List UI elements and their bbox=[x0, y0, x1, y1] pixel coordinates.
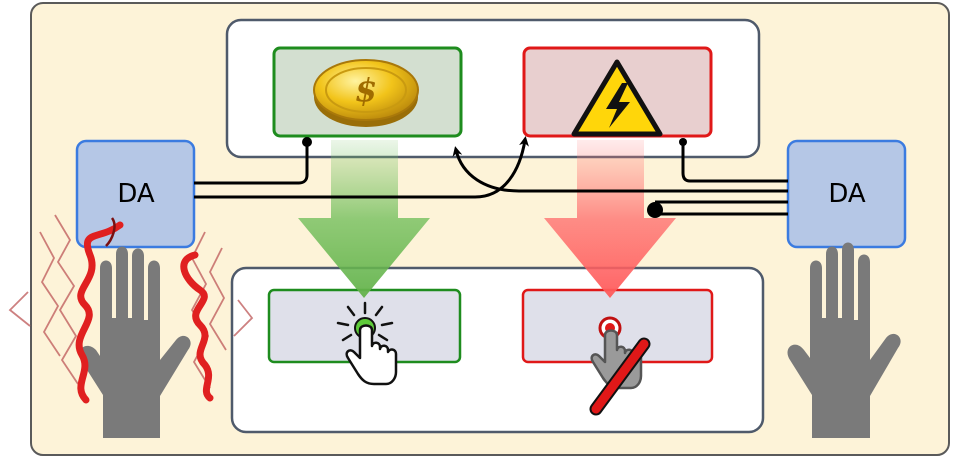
crossed-out-hand-red-button-icon bbox=[589, 316, 651, 416]
reward-connection-dot bbox=[302, 137, 312, 147]
high-voltage-warning-icon bbox=[571, 59, 663, 137]
reward-to-action-arrow bbox=[298, 140, 430, 298]
agitated-hand-icon bbox=[8, 214, 254, 438]
left-agent-label: DA bbox=[117, 179, 155, 209]
gold-coin-icon: $ bbox=[313, 59, 419, 127]
left-agent-reward-wire bbox=[194, 142, 309, 185]
svg-text:$: $ bbox=[355, 71, 377, 109]
left-agent-box bbox=[75, 139, 196, 249]
punishment-to-action-arrow bbox=[544, 140, 676, 298]
right-agent-wire-a bbox=[452, 146, 788, 193]
left-agent-main-wire bbox=[194, 136, 529, 199]
right-agent-label: DA bbox=[828, 179, 866, 209]
punishment-connection-dot bbox=[679, 138, 687, 146]
hand-pressing-green-button-icon bbox=[336, 301, 398, 386]
junction-dot bbox=[647, 202, 663, 218]
right-agent-punish-wire bbox=[681, 142, 788, 183]
calm-hand-icon bbox=[787, 242, 901, 438]
